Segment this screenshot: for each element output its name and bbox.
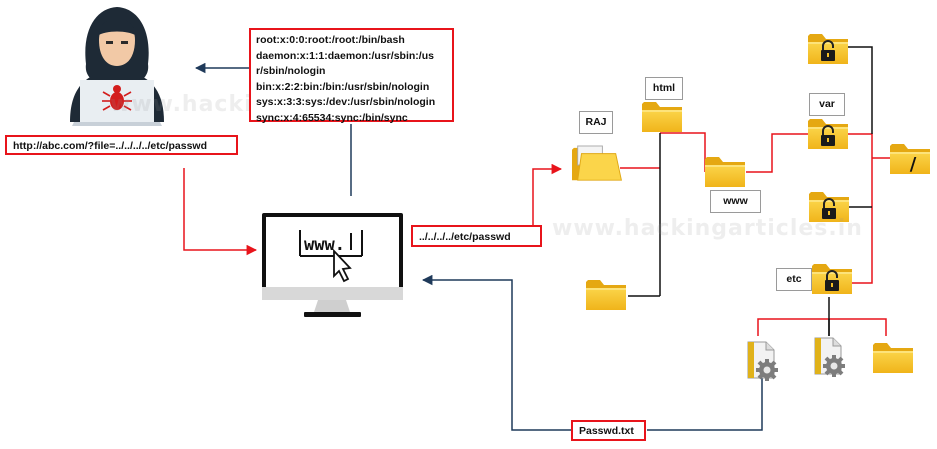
- folder-label-html: html: [645, 77, 683, 100]
- folder-label-etc: etc: [776, 268, 812, 291]
- navy-connectors: [194, 62, 763, 431]
- gear-file-icon: [813, 336, 847, 379]
- black-connectors: [628, 46, 873, 336]
- passwd-line: sys:x:3:3:sys:/dev:/usr/sbin/nologin: [256, 96, 436, 108]
- attack-url-box: http://abc.com/?file=../../../../etc/pas…: [5, 135, 238, 155]
- result-file-box: Passwd.txt: [571, 420, 646, 441]
- browser-url-text: www.: [304, 235, 345, 255]
- folder-label-raj: RAJ: [579, 111, 613, 134]
- monitor-icon: www.: [262, 213, 403, 317]
- folder-locked-icon: [808, 34, 848, 64]
- bug-icon: [102, 85, 132, 111]
- passwd-line: daemon:x:1:1:daemon:/usr/sbin:/us: [256, 49, 434, 62]
- folder-www-icon: [705, 157, 745, 187]
- arrow-file-to-browser: [421, 274, 571, 431]
- browser-address-bar: [299, 230, 363, 257]
- folder-var-icon: [808, 119, 848, 149]
- link-top-lock: [848, 46, 873, 134]
- folder-etc-icon: [812, 264, 852, 294]
- link-etc-children: [757, 318, 887, 336]
- link-html-www: [660, 132, 706, 172]
- folder-raj-icon: [572, 145, 622, 181]
- passwd-line: bin:x:2:2:bin:/bin:/usr/sbin/nologin: [256, 80, 430, 93]
- cursor-icon: [333, 248, 352, 283]
- passwd-contents-box: root:x:0:0:root:/root:/bin/bash daemon:x…: [249, 28, 454, 124]
- link-gear-to-file: [647, 378, 763, 431]
- folder-label-var: var: [809, 93, 845, 116]
- link-var-etc: [848, 133, 873, 284]
- arrow-url-to-browser: [183, 168, 258, 256]
- watermark: www.hackingarticles.in: [552, 216, 863, 241]
- folder-html-icon: [642, 102, 682, 132]
- gear-file-icon: [746, 340, 780, 383]
- passwd-line: sync:x:4:65534:sync:/bin/sync: [256, 111, 408, 124]
- passwd-line: root:x:0:0:root:/root:/bin/bash: [256, 34, 405, 46]
- hacker-icon: [70, 7, 164, 126]
- folder-icon: [873, 343, 913, 373]
- folder-label-www: www: [710, 190, 761, 213]
- passwd-line: r/sbin/nologin: [256, 65, 326, 77]
- link-www-var: [746, 133, 808, 173]
- root-slash: /: [910, 154, 917, 175]
- traversal-path-box: ../../../../etc/passwd: [411, 225, 542, 247]
- folder-root-icon: /: [890, 144, 930, 175]
- folder-icon: [586, 280, 626, 310]
